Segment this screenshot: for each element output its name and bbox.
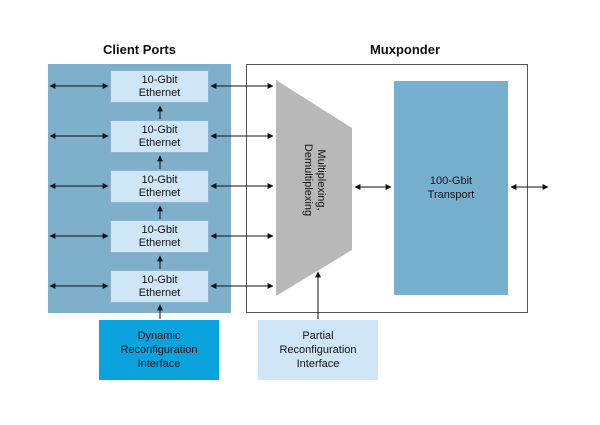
ethernet-port-type: Ethernet <box>138 186 181 199</box>
ethernet-port-4: 10-Gbit Ethernet <box>110 220 209 253</box>
ethernet-port-5: 10-Gbit Ethernet <box>110 270 209 303</box>
transport-block: 100-Gbit Transport <box>394 81 508 295</box>
client-ports-title: Client Ports <box>103 42 176 57</box>
ethernet-port-2: 10-Gbit Ethernet <box>110 120 209 153</box>
ethernet-port-speed: 10-Gbit <box>141 173 178 186</box>
ethernet-port-1: 10-Gbit Ethernet <box>110 70 209 103</box>
dynamic-iface-line2: Reconfiguration <box>120 344 198 356</box>
ethernet-port-speed: 10-Gbit <box>141 273 178 286</box>
mux-label: Multiplexing, Demultiplexing <box>297 130 327 230</box>
ethernet-port-type: Ethernet <box>138 286 181 299</box>
partial-iface-line2: Reconfiguration <box>279 344 357 356</box>
transport-speed: 100-Gbit <box>429 175 473 187</box>
transport-label: Transport <box>427 189 475 201</box>
partial-iface-line3: Interface <box>296 358 340 370</box>
dynamic-reconfiguration-interface: Dynamic Reconfiguration Interface <box>99 320 219 380</box>
muxponder-title: Muxponder <box>369 42 441 57</box>
mux-label-line1: Multiplexing, <box>315 149 327 211</box>
partial-iface-line1: Partial <box>302 330 334 342</box>
ethernet-port-type: Ethernet <box>138 86 181 99</box>
mux-trapezoid <box>276 80 352 296</box>
ethernet-port-speed: 10-Gbit <box>141 123 178 136</box>
dynamic-iface-line1: Dynamic <box>137 330 181 342</box>
mux-label-line2: Demultiplexing <box>302 143 314 217</box>
dynamic-iface-line3: Interface <box>137 358 181 370</box>
ethernet-port-speed: 10-Gbit <box>141 223 178 236</box>
ethernet-port-type: Ethernet <box>138 136 181 149</box>
ethernet-port-3: 10-Gbit Ethernet <box>110 170 209 203</box>
partial-reconfiguration-interface: Partial Reconfiguration Interface <box>258 320 378 380</box>
ethernet-port-type: Ethernet <box>138 236 181 249</box>
ethernet-port-speed: 10-Gbit <box>141 73 178 86</box>
